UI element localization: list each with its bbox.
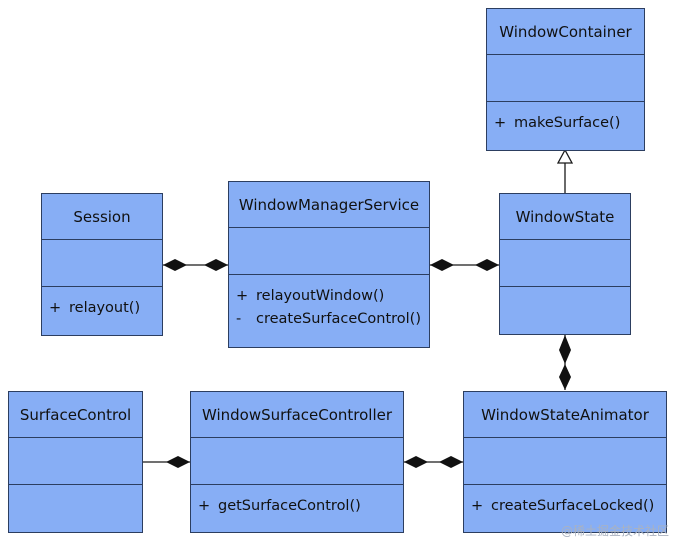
attributes-compartment — [42, 240, 162, 287]
method: + getSurfaceControl() — [198, 495, 403, 518]
class-window-state: WindowState — [499, 193, 631, 335]
diamond-wms-right-end — [430, 259, 454, 271]
diamond-animator-left-end — [439, 456, 463, 468]
visibility-marker: - — [236, 311, 242, 327]
class-name: Session — [42, 194, 162, 240]
diamond-controller-left-end — [166, 456, 190, 468]
method: + relayoutWindow() — [236, 285, 429, 308]
attributes-compartment — [191, 438, 403, 485]
visibility-marker: + — [471, 498, 484, 514]
method-signature: getSurfaceControl() — [218, 498, 361, 514]
class-window-state-animator: WindowStateAnimator + createSurfaceLocked… — [463, 391, 667, 533]
diamond-session-end — [163, 259, 187, 271]
class-name: SurfaceControl — [9, 392, 142, 438]
class-window-manager-service: WindowManagerService + relayoutWindow() -… — [228, 181, 430, 348]
diamond-wms-left-end — [204, 259, 228, 271]
class-session: Session + relayout() — [41, 193, 163, 336]
diamond-windowstate-bottom-end — [559, 335, 571, 364]
attributes-compartment — [487, 55, 644, 102]
class-name: WindowStateAnimator — [464, 392, 666, 438]
class-name: WindowState — [500, 194, 630, 240]
methods-compartment: + makeSurface() — [487, 102, 644, 135]
attributes-compartment — [9, 438, 142, 485]
visibility-marker: + — [49, 300, 62, 316]
method: + makeSurface() — [494, 112, 644, 135]
method: -createSurfaceControl() — [236, 308, 429, 331]
diamond-controller-right-end — [404, 456, 428, 468]
method-signature: createSurfaceLocked() — [491, 498, 655, 514]
visibility-marker: + — [236, 288, 249, 304]
diamond-animator-top-end — [559, 364, 571, 390]
class-window-container: WindowContainer + makeSurface() — [486, 8, 645, 151]
class-surface-control: SurfaceControl — [8, 391, 143, 533]
method-signature: relayoutWindow() — [256, 288, 385, 304]
attributes-compartment — [464, 438, 666, 485]
methods-compartment: + createSurfaceLocked() — [464, 485, 666, 518]
method-signature: relayout() — [69, 300, 141, 316]
attributes-compartment — [229, 228, 429, 275]
method-signature: makeSurface() — [514, 115, 621, 131]
class-name: WindowSurfaceController — [191, 392, 403, 438]
methods-compartment — [500, 287, 630, 297]
method: + relayout() — [49, 297, 162, 320]
class-name: WindowManagerService — [229, 182, 429, 228]
inheritance-arrow — [556, 148, 574, 164]
methods-compartment: + getSurfaceControl() — [191, 485, 403, 518]
methods-compartment: + relayout() — [42, 287, 162, 320]
class-name: WindowContainer — [487, 9, 644, 55]
method: + createSurfaceLocked() — [471, 495, 666, 518]
methods-compartment — [9, 485, 142, 495]
method-signature: createSurfaceControl() — [256, 311, 421, 327]
visibility-marker: + — [494, 115, 507, 131]
visibility-marker: + — [198, 498, 211, 514]
class-window-surface-controller: WindowSurfaceController + getSurfaceContr… — [190, 391, 404, 533]
diamond-windowstate-left-end — [475, 259, 499, 271]
attributes-compartment — [500, 240, 630, 287]
watermark: @稀土掘金技术社区 — [560, 524, 669, 538]
methods-compartment: + relayoutWindow() -createSurfaceControl(… — [229, 275, 429, 331]
